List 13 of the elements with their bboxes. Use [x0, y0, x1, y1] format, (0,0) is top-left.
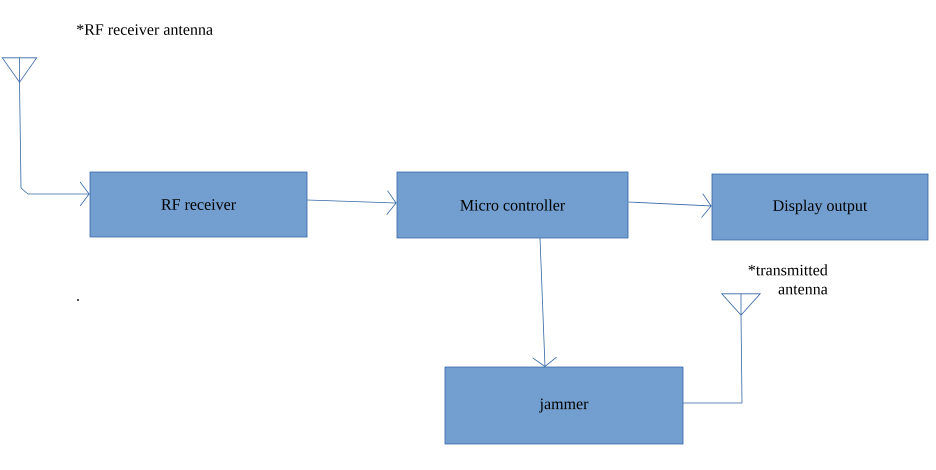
- arrow: [532, 238, 558, 367]
- process-box: Display output: [712, 174, 928, 240]
- process-box: jammer: [444, 366, 684, 444]
- arrow: [628, 193, 712, 218]
- arrow: [19, 82, 90, 206]
- dot-mark: .: [77, 299, 79, 301]
- process-box: Micro controller: [396, 172, 628, 238]
- antenna-caption: *transmitted antenna: [748, 264, 828, 294]
- process-box: RF receiver: [90, 172, 308, 238]
- antenna-symbol: [2, 57, 38, 83]
- arrow: [307, 190, 397, 216]
- antenna-symbol: [721, 293, 762, 316]
- antenna-caption: *RF receiver antenna: [77, 24, 213, 35]
